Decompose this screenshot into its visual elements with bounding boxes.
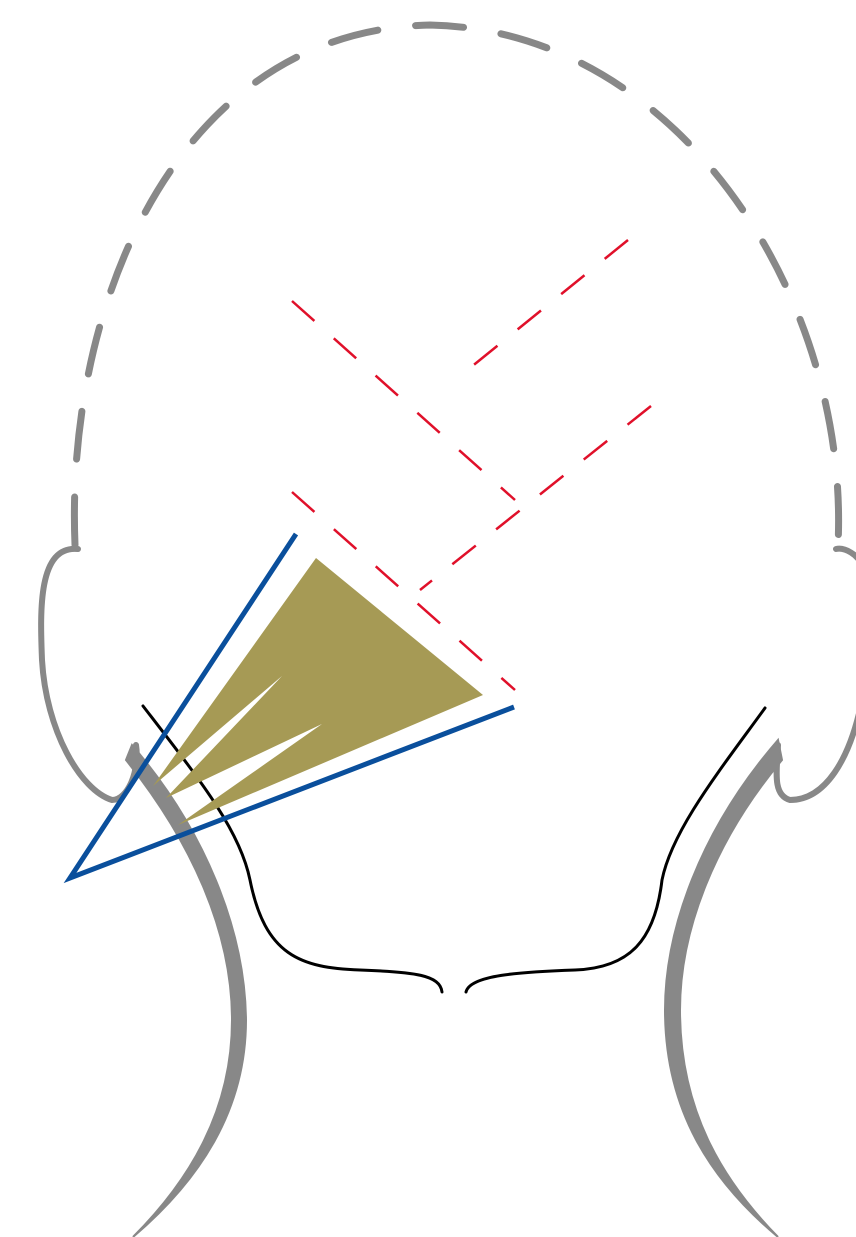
- right-neck-contour: [665, 740, 782, 1237]
- red-guide-line-2: [465, 240, 628, 372]
- right-ear: [777, 549, 856, 800]
- left-ear: [41, 549, 137, 800]
- head-outline-dashed: [74, 25, 838, 545]
- red-guide-line-4: [420, 406, 651, 590]
- red-guide-line-1: [292, 301, 515, 500]
